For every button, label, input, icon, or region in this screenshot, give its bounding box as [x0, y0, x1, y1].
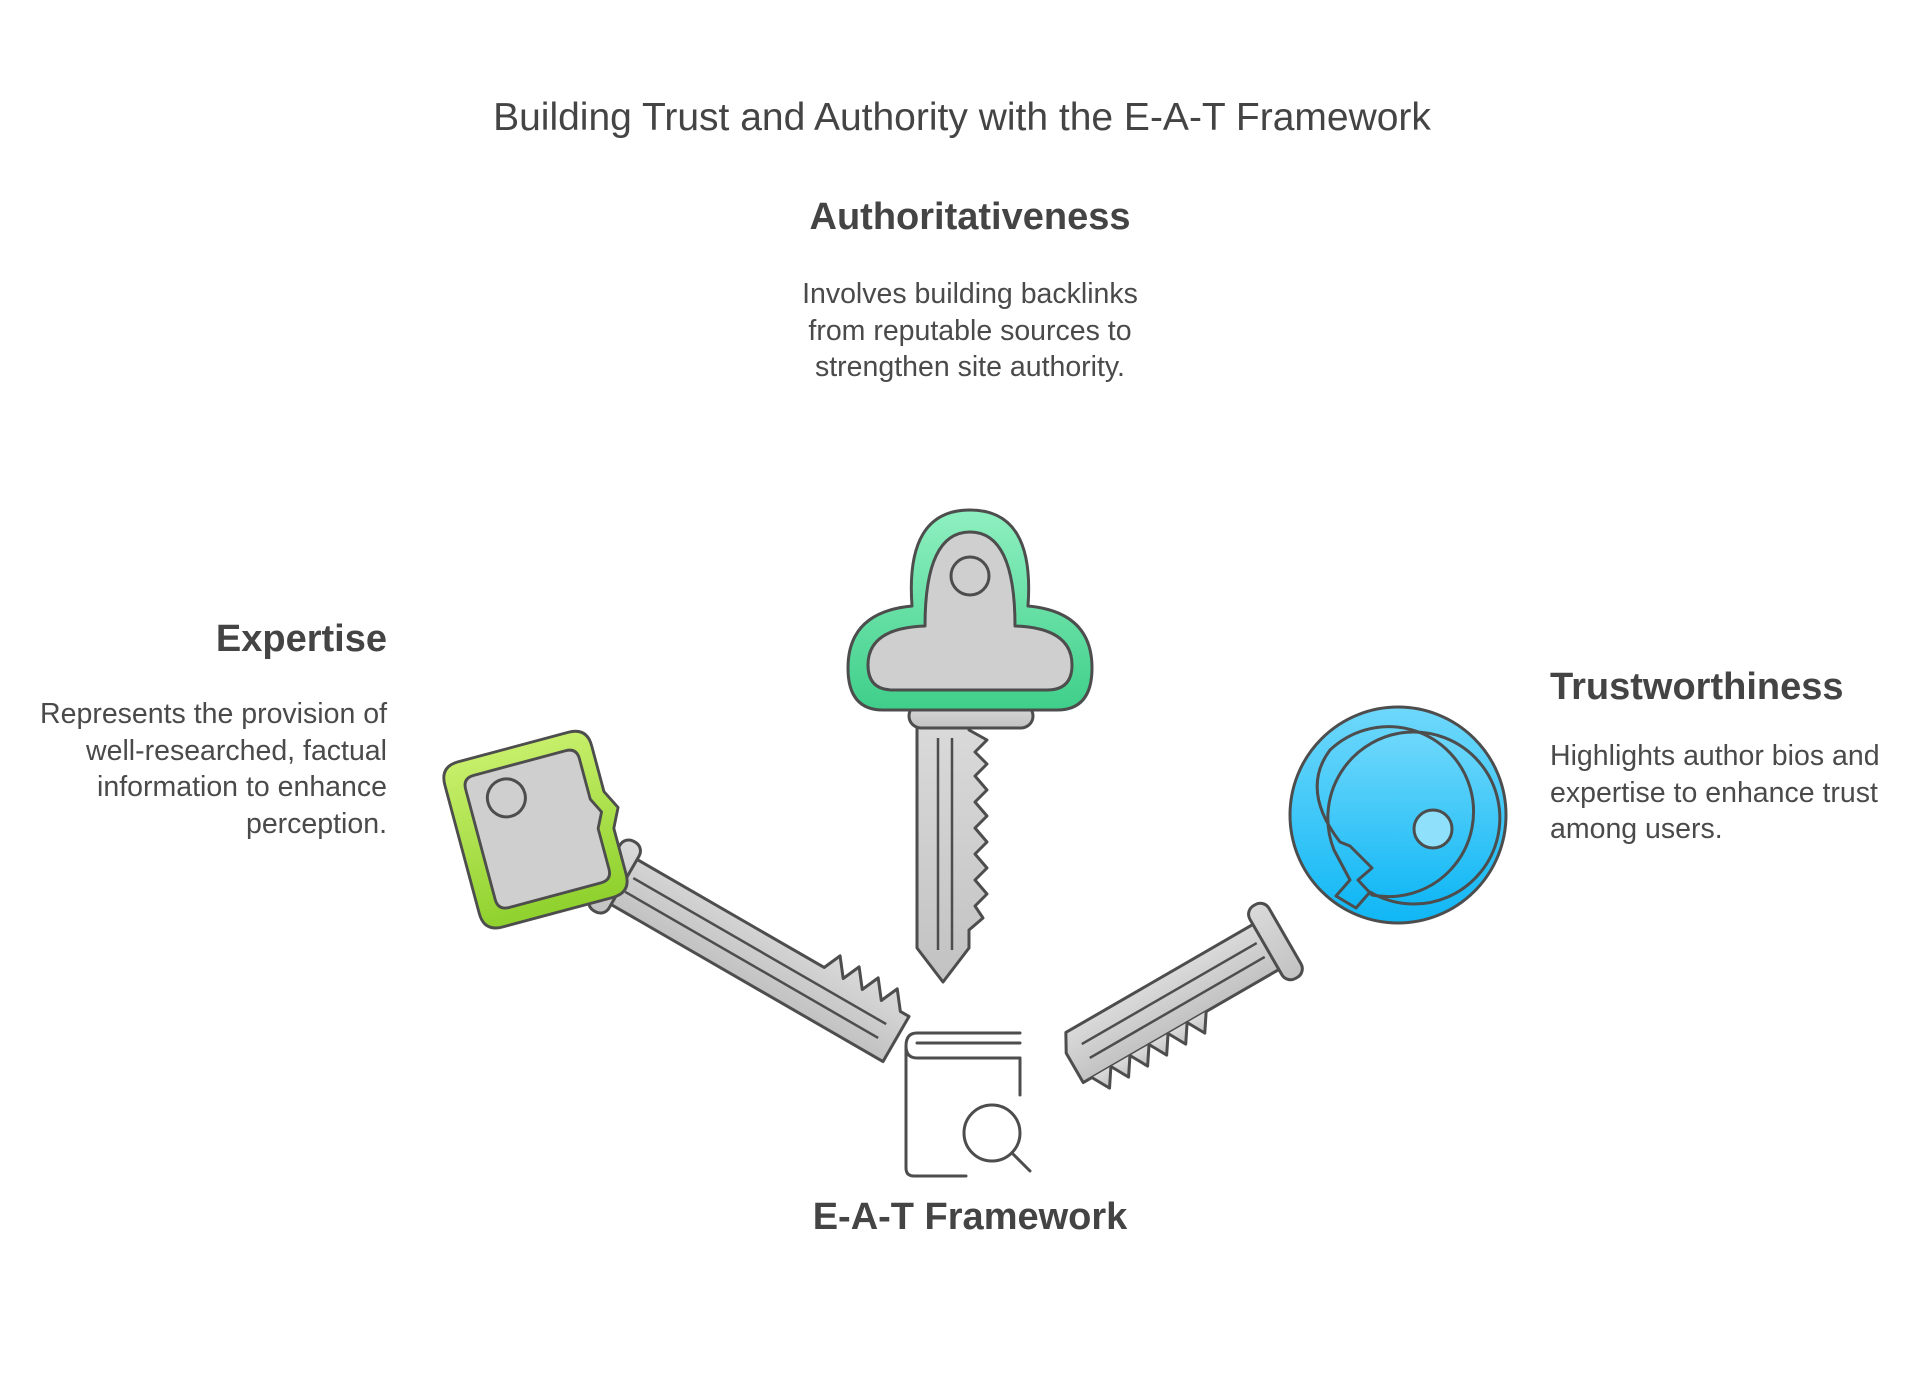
expertise-heading: Expertise: [215, 618, 387, 660]
trustworthiness-description: Highlights author bios and expertise to …: [1550, 740, 1880, 845]
authoritativeness-description: Involves building backlinks from reputab…: [802, 278, 1138, 383]
trustworthiness-heading: Trustworthiness: [1550, 666, 1844, 708]
authoritativeness-heading: Authoritativeness: [809, 196, 1131, 238]
book-search-icon: [904, 1031, 1032, 1178]
expertise-key-icon: [442, 729, 911, 1064]
center-label: E-A-T Framework: [812, 1196, 1128, 1238]
diagram-title: Building Trust and Authority with the E-…: [493, 96, 1431, 139]
trustworthiness-key-icon: [1064, 705, 1508, 1090]
authoritativeness-key-icon: [846, 508, 1094, 984]
expertise-description: Represents the provision of well-researc…: [40, 698, 387, 840]
